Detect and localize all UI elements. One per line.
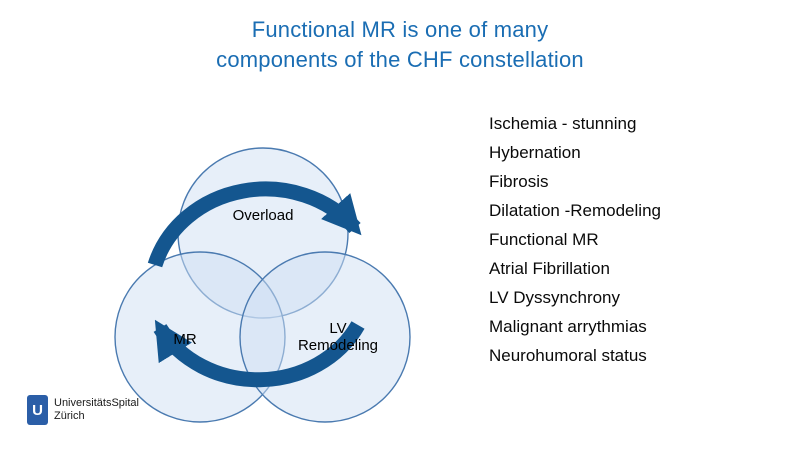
mr-label: MR: [173, 331, 197, 348]
usz-logo-text: UniversitätsSpital Zürich: [54, 397, 139, 423]
usz-logo: U UniversitätsSpital Zürich: [27, 395, 139, 425]
list-item: Hybernation: [489, 143, 581, 162]
list-item: Dilatation -Remodeling: [489, 201, 661, 220]
usz-logo-text-line1: UniversitätsSpital: [54, 397, 139, 409]
slide-title-line1: Functional MR is one of many: [251, 17, 549, 42]
list-item: LV Dyssynchrony: [489, 288, 621, 307]
venn-diagram: [114, 147, 411, 423]
list-item: Atrial Fibrillation: [489, 259, 610, 278]
list-item: Functional MR: [489, 230, 599, 249]
cycle-arrow-top: [147, 181, 362, 268]
list-item: Fibrosis: [489, 172, 549, 191]
usz-logo-text-line2: Zürich: [54, 410, 85, 422]
chf-components-list: Ischemia - stunning Hybernation Fibrosis…: [489, 109, 661, 370]
lv-remodeling-label: LV Remodeling: [278, 320, 398, 354]
usz-logo-icon: U: [27, 395, 48, 425]
slide-title: Functional MR is one of many components …: [0, 15, 800, 75]
list-item: Neurohumoral status: [489, 346, 647, 365]
list-item: Ischemia - stunning: [489, 114, 637, 133]
slide-title-line2: components of the CHF constellation: [216, 47, 584, 72]
cycle-arrow-bottom: [153, 319, 365, 388]
list-item: Malignant arrythmias: [489, 317, 647, 336]
overload-label: Overload: [232, 207, 294, 224]
lv-remodeling-label-line2: Remodeling: [297, 337, 379, 354]
lv-remodeling-label-line1: LV: [329, 320, 347, 337]
